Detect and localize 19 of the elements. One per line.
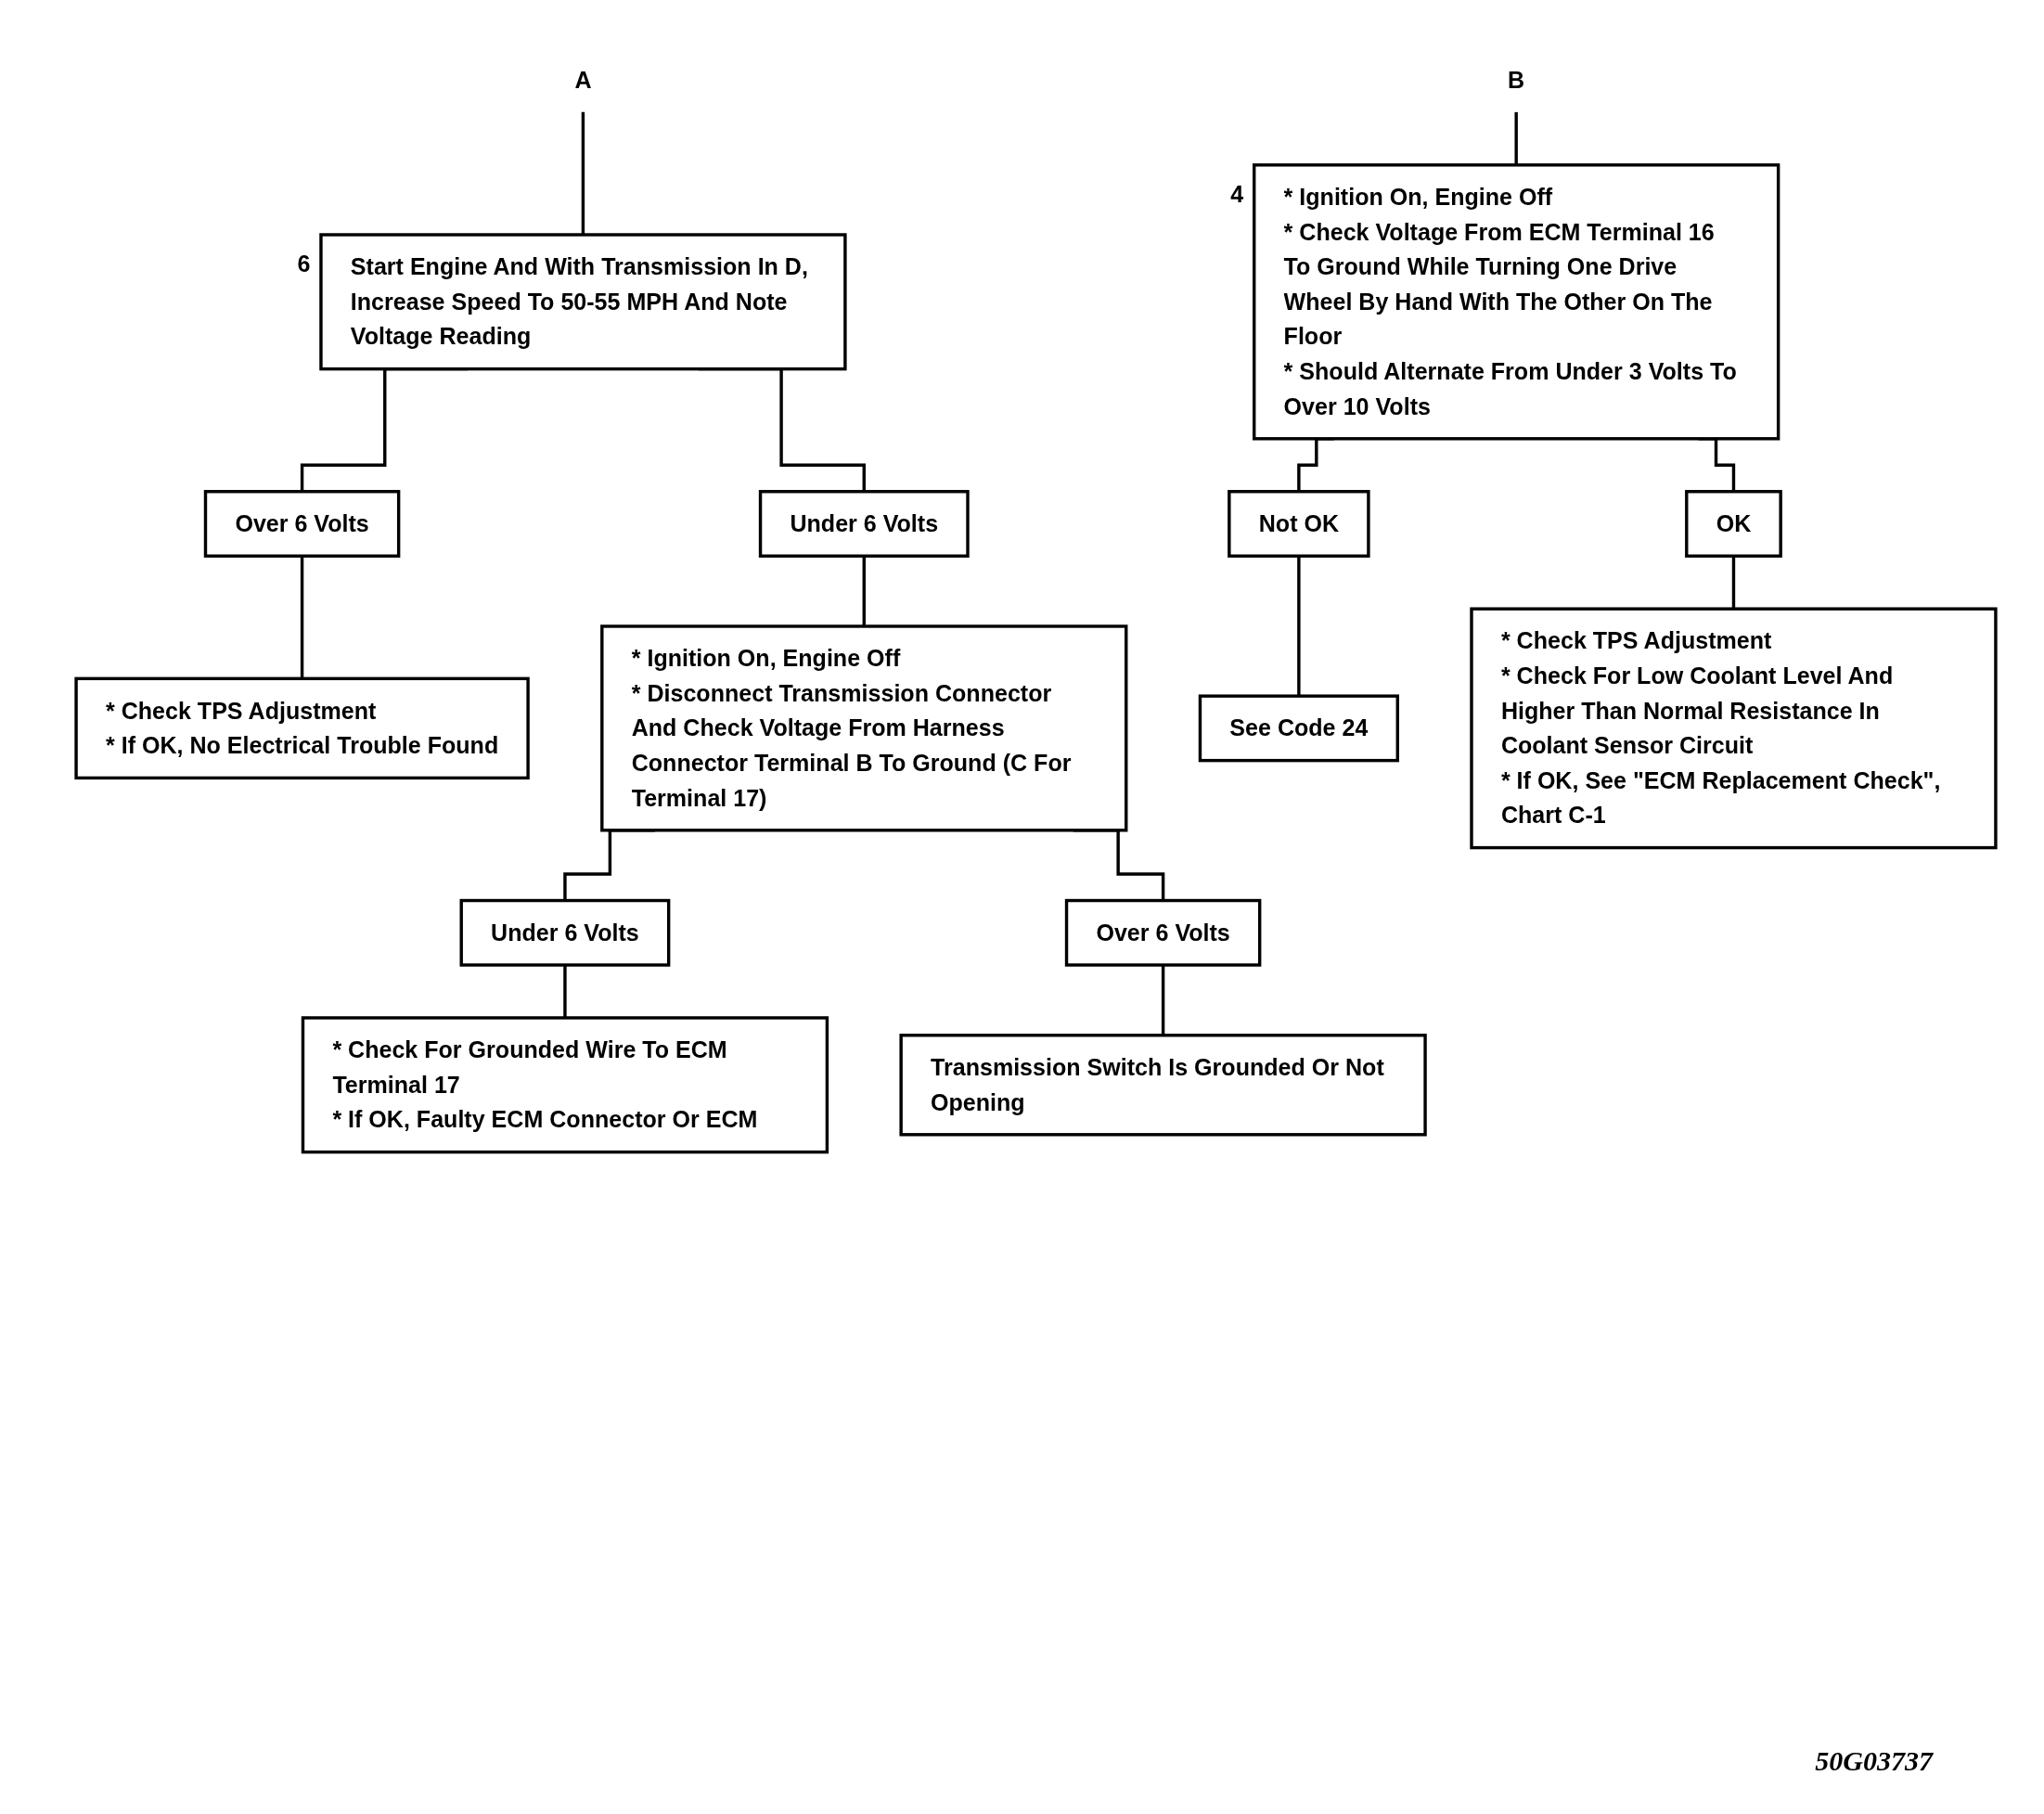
node-box: OK xyxy=(1685,490,1782,558)
node-box: Under 6 Volts xyxy=(459,898,671,967)
node-text: B xyxy=(1508,66,1525,94)
node-box: * Check TPS Adjustment * Check For Low Coolant Level And Higher Than Normal Resistance In Coolant Sensor Circuit * If OK, See "ECM Replacement Check", Chart C-1 xyxy=(1470,607,1998,850)
node-box: * Ignition On, Engine Off * Check Voltage From ECM Terminal 16 To Ground While Turning One Drive Wheel By Hand With The Other On The Floor * Should Alternate From Under 3 Volts To Over 10 Volts xyxy=(1253,163,1780,441)
figure-number: 50G03737 xyxy=(1815,1745,1933,1777)
node-box: See Code 24 xyxy=(1198,694,1399,763)
node-box: Over 6 Volts xyxy=(203,490,401,558)
node-box: Under 6 Volts xyxy=(758,490,970,558)
node-text: A xyxy=(574,66,592,94)
step-number: 6 xyxy=(297,249,311,278)
node-box: Over 6 Volts xyxy=(1064,898,1262,967)
node-box: Transmission Switch Is Grounded Or Not Opening xyxy=(899,1034,1427,1137)
node-box: Start Engine And With Transmission In D, Increase Speed To 50-55 MPH And Note Voltage Reading xyxy=(319,233,847,371)
node-box: Not OK xyxy=(1228,490,1370,558)
step-number: 4 xyxy=(1230,179,1244,208)
node-box: * Check TPS Adjustment * If OK, No Electrical Trouble Found xyxy=(74,676,530,780)
node-box: * Check For Grounded Wire To ECM Terminal 17 * If OK, Faulty ECM Connector Or ECM xyxy=(301,1016,829,1154)
node-box: * Ignition On, Engine Off * Disconnect Transmission Connector And Check Voltage From Harness Connector Terminal B To Ground (C For Terminal 17) xyxy=(600,624,1128,832)
